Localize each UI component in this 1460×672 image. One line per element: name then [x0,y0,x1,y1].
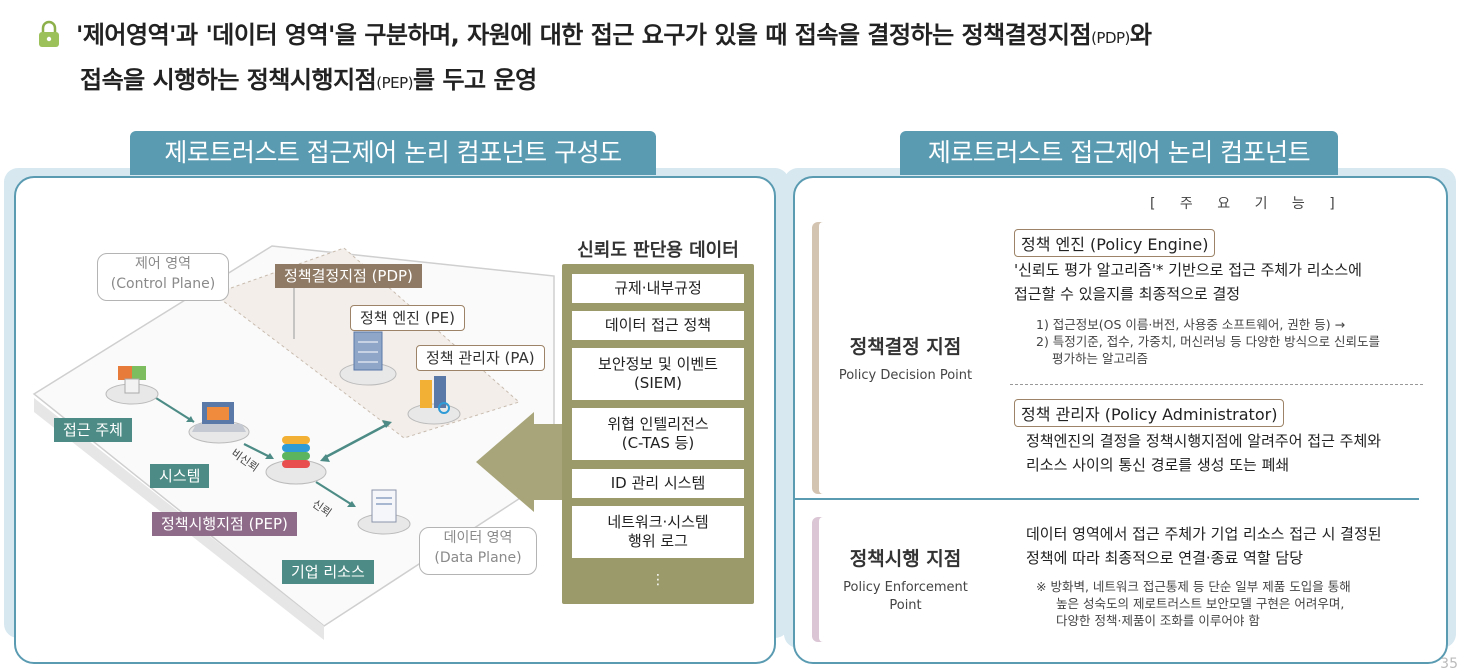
arrow-pep-resource [315,481,355,507]
pep-side-box: 정책시행 지점 Policy Enforcement Point [812,517,992,642]
page-number: 35 [1440,656,1458,672]
resource-tag: 기업 리소스 [282,560,374,584]
subject-tag: 접근 주체 [54,418,132,442]
pe-tag: 정책 엔진 (PE) [350,305,465,331]
arrow-head [347,501,356,507]
policy-admin-database-icon [407,376,461,425]
trust-data-arrow [476,412,562,512]
section-divider [794,498,1419,500]
arrow-head [186,416,194,422]
arrow-head [320,454,330,462]
trust-data-title: 신뢰도 판단용 데이터 [577,240,739,261]
heading-pep-abbr: (PEP) [376,74,414,92]
pep-description: 데이터 영역에서 접근 주체가 기업 리소스 접근 시 결정된 정책에 따라 최… [1026,525,1382,567]
heading-line-1: '제어영역'과 '데이터 영역'을 구분하며, 자원에 대한 접근 요구가 있을… [36,14,1436,59]
pep-server-icon [265,436,327,485]
cube-icon [105,366,159,405]
pep-tag: 정책시행지점 (PEP) [152,512,297,536]
right-panel-title: 제로트러스트 접근제어 논리 컴포넌트 [900,131,1338,175]
arrow-head [382,420,392,428]
heading-text: 접속을 시행하는 정책시행지점 [80,66,377,94]
policy-engine-notes: 1) 접근정보(OS 이름·버전, 사용중 소프트웨어, 권한 등) → 2) … [1036,317,1381,366]
policy-engine-server-icon [339,331,397,386]
pdp-side-box: 정책결정 지점 Policy Decision Point [812,222,992,494]
dashed-divider [1010,384,1423,385]
policy-admin-description: 정책엔진의 결정을 정책시행지점에 알려주어 접근 주체와 리소스 사이의 통신… [1026,432,1382,474]
trust-data-item: 위협 인텔리전스 (C-TAS 등) [572,408,744,460]
pep-english: Policy Enforcement Point [843,580,968,613]
arrow-subject-system [155,397,195,423]
pep-notes: ※ 방화벽, 네트워크 접근통제 등 단순 일부 제품 도입을 통해 높은 성숙… [1036,579,1351,628]
pdp-tag: 정책결정지점 (PDP) [275,264,422,288]
laptop-icon [188,402,250,444]
trust-data-item: 데이터 접근 정책 [572,311,744,340]
arrow-system-pep [243,443,273,459]
trust-data-item: 네트워크·시스템 행위 로그 [572,506,744,558]
pdp-english: Policy Decision Point [838,367,973,383]
pa-tag: 정책 관리자 (PA) [416,345,545,371]
trust-data-item: 보안정보 및 이벤트 (SIEM) [572,348,744,400]
resource-server-icon [357,489,411,535]
policy-engine-title: 정책 엔진 (Policy Engine) [1014,229,1216,257]
trust-data-item: ID 관리 시스템 [572,469,744,498]
key-functions-label: [ 주 요 기 능 ] [1150,196,1345,212]
trust-data-item: 규제·내부규정 [572,274,744,303]
arrow-head [265,453,274,459]
page-heading: '제어영역'과 '데이터 영역'을 구분하며, 자원에 대한 접근 요구가 있을… [36,14,1436,104]
left-panel-title: 제로트러스트 접근제어 논리 컴포넌트 구성도 [130,131,656,175]
control-plane-label: 제어 영역 (Control Plane) [97,253,229,301]
arrow-pep-pa [323,422,389,460]
heading-text-end: 를 두고 운영 [413,66,537,94]
pdp-korean: 정책결정 지점 [849,335,962,358]
policy-engine-description: '신뢰도 평가 알고리즘'* 기반으로 접근 주체가 리소스에 접근할 수 있을… [1014,261,1362,303]
heading-line-2: 접속을 시행하는 정책시행지점(PEP)를 두고 운영 [36,59,1436,104]
pep-korean: 정책시행 지점 [849,548,962,570]
trust-data-more: ⋮ [651,572,665,588]
trust-data-list: 규제·내부규정 데이터 접근 정책 보안정보 및 이벤트 (SIEM) 위협 인… [562,264,754,604]
heading-text-end: 와 [1129,21,1152,49]
lock-icon [39,20,59,47]
data-plane-label: 데이터 영역 (Data Plane) [419,527,537,575]
system-tag: 시스템 [150,464,210,488]
heading-pdp-abbr: (PDP) [1091,29,1130,47]
heading-text: '제어영역'과 '데이터 영역'을 구분하며, 자원에 대한 접근 요구가 있을… [76,21,1092,49]
policy-admin-title: 정책 관리자 (Policy Administrator) [1014,399,1285,427]
